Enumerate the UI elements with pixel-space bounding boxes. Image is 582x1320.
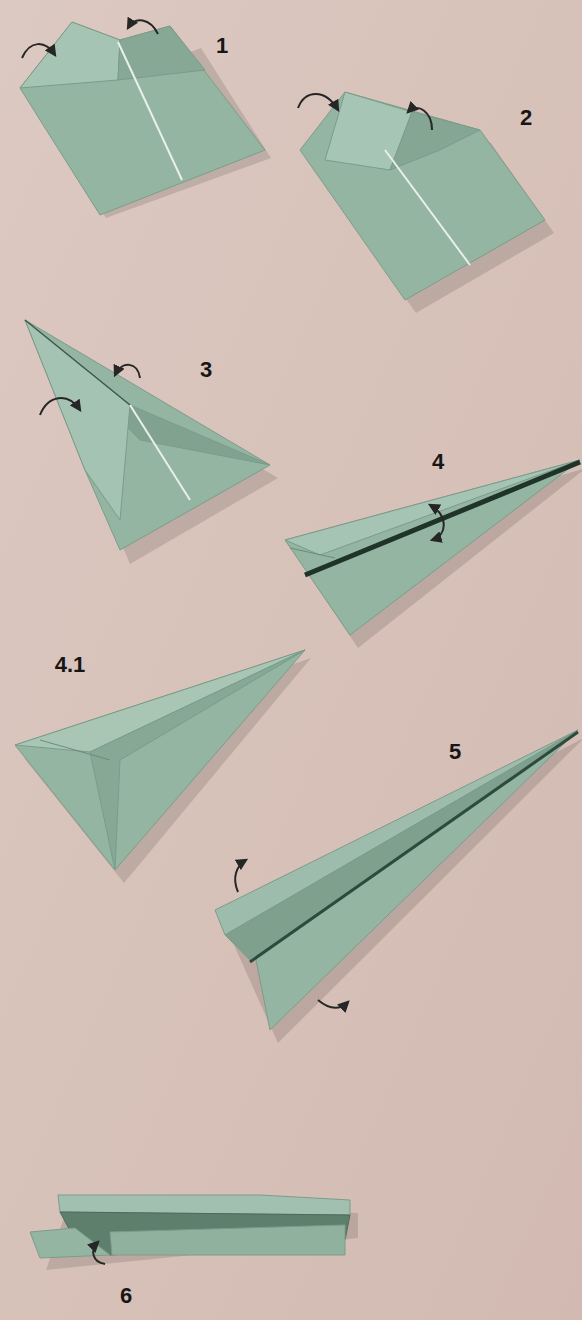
step-3-paper <box>25 320 278 564</box>
step-4-paper <box>285 460 582 648</box>
step-number: 4.1 <box>55 654 86 676</box>
step-6-plane <box>30 1195 358 1270</box>
step-number: 1 <box>216 35 228 57</box>
step-number: 2 <box>520 107 532 129</box>
step-number: 3 <box>200 359 212 381</box>
step-1-paper <box>20 20 271 218</box>
step-number: 6 <box>120 1285 132 1307</box>
step-number: 4 <box>432 451 444 473</box>
step-4-1-paper <box>15 650 311 883</box>
step-5-paper <box>215 730 582 1043</box>
step-2-paper <box>298 92 554 313</box>
step-number: 5 <box>449 741 461 763</box>
